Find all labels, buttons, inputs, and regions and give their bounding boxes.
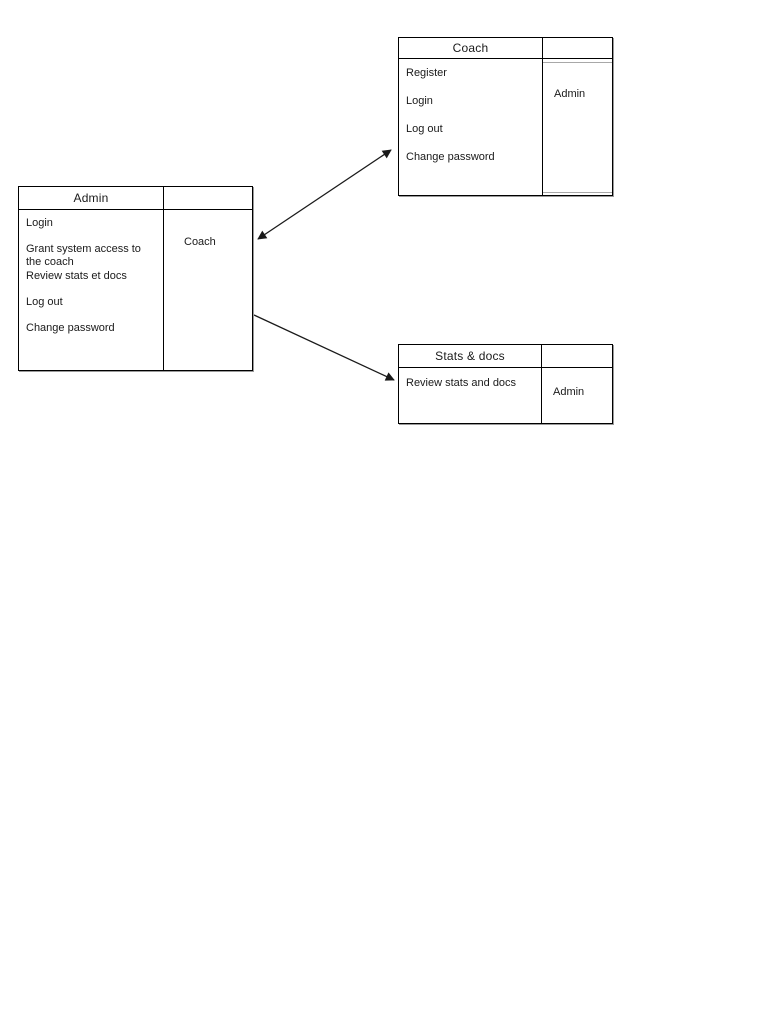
- coach-box-title-spacer: [543, 38, 612, 59]
- stats-box-usecases: Review stats and docs: [399, 368, 542, 423]
- usecase-item: Grant system access to the coach: [26, 243, 141, 268]
- coach-box-usecases: Register Login Log out Change password: [399, 59, 543, 195]
- usecase-item: Register: [406, 67, 447, 79]
- usecase-item: Login: [26, 217, 53, 229]
- stats-box-actor: Admin: [553, 386, 585, 398]
- usecase-item: Review stats and docs: [406, 377, 517, 389]
- usecase-box-stats-docs: Stats & docs Review stats and docs Admin: [398, 344, 613, 424]
- usecase-item: Review stats et docs: [26, 270, 127, 282]
- admin-box-title-spacer: [164, 187, 252, 210]
- usecase-item: Login: [406, 95, 433, 107]
- coach-box-title: Coach: [399, 38, 543, 59]
- usecase-item: Log out: [26, 296, 63, 308]
- usecase-item: Log out: [406, 123, 443, 135]
- arrow-admin-coach: [257, 149, 392, 240]
- usecase-item: Change password: [406, 151, 495, 163]
- coach-box-actor: Admin: [543, 59, 612, 195]
- admin-box-actor: Coach: [184, 236, 216, 248]
- arrow-admin-stats: [253, 314, 395, 381]
- usecase-item: Change password: [26, 322, 115, 334]
- stats-box-title: Stats & docs: [399, 345, 542, 368]
- stats-box-title-spacer: [542, 345, 612, 368]
- admin-box-title: Admin: [19, 187, 164, 210]
- admin-box-usecases: Login Grant system access to the coach R…: [19, 210, 164, 370]
- usecase-box-coach: Coach Register Login Log out Change pass…: [398, 37, 613, 196]
- usecase-box-admin: Admin Login Grant system access to the c…: [18, 186, 253, 371]
